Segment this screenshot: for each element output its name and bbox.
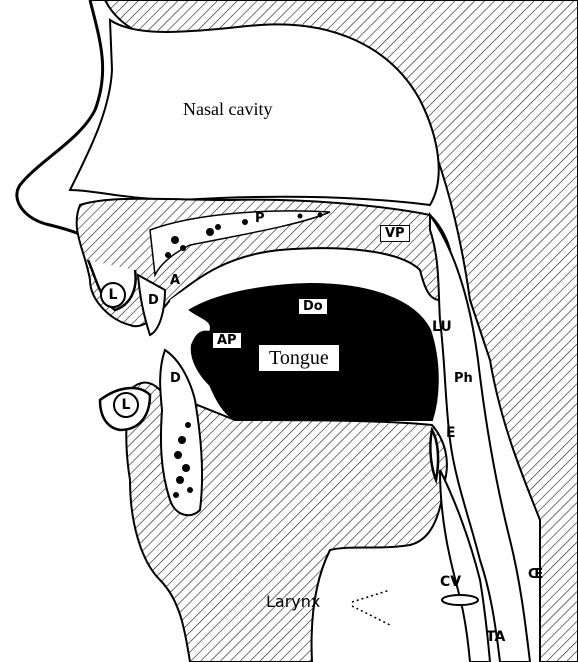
label-lower-teeth: D — [170, 372, 181, 385]
larynx-pointer-lower — [352, 606, 390, 625]
label-nasal-cavity: Nasal cavity — [183, 100, 272, 118]
label-tongue: Tongue — [258, 344, 340, 372]
label-alveolar: A — [170, 274, 180, 287]
label-velum: VP — [380, 225, 410, 242]
label-palate: P — [255, 212, 265, 225]
label-oesophagus: Œ — [528, 568, 543, 581]
label-trachea: TA — [486, 630, 505, 644]
label-dorsum: Do — [298, 298, 328, 315]
vocal-cord-ellipse — [442, 595, 478, 605]
label-lower-lip: L — [113, 392, 139, 418]
label-epiglottis: E — [446, 426, 456, 440]
label-apex: AP — [212, 332, 242, 349]
label-larynx: Larynx — [266, 594, 320, 610]
label-upper-teeth: D — [148, 294, 159, 307]
label-uvula: LU — [432, 320, 452, 334]
label-upper-lip: L — [100, 282, 126, 308]
label-vocal-cords: CV — [440, 575, 461, 589]
larynx-pointer-upper — [352, 590, 390, 602]
label-pharynx: Ph — [454, 372, 473, 385]
